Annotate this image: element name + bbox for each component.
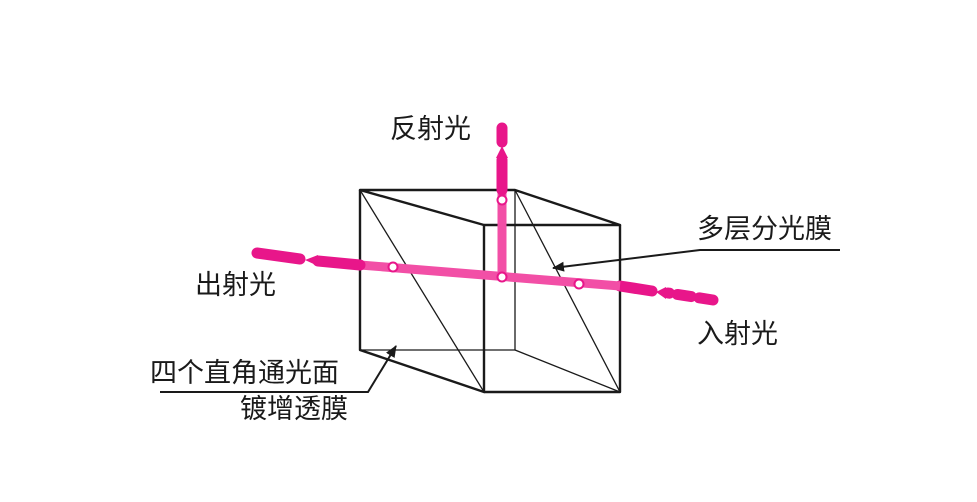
input-light-label: 入射光 [697,319,778,350]
faces-label-line2: 镀增透膜 [240,394,348,425]
coating-diagonals [359,189,621,393]
coating-leader [552,249,840,272]
beam-arrow-output [305,255,318,266]
faces-label-line1: 四个直角通光面 [150,358,339,389]
reflected-light-label: 反射光 [390,114,471,145]
cube-outline [358,188,622,394]
beam-arrow-reflected [496,146,508,158]
beam-spots [387,194,585,290]
coating-label: 多层分光膜 [697,214,832,245]
cube-hidden-edges [360,190,621,393]
faces-leader [160,345,397,393]
beam-arrow-input [656,287,666,299]
output-light-label: 出射光 [195,270,276,301]
